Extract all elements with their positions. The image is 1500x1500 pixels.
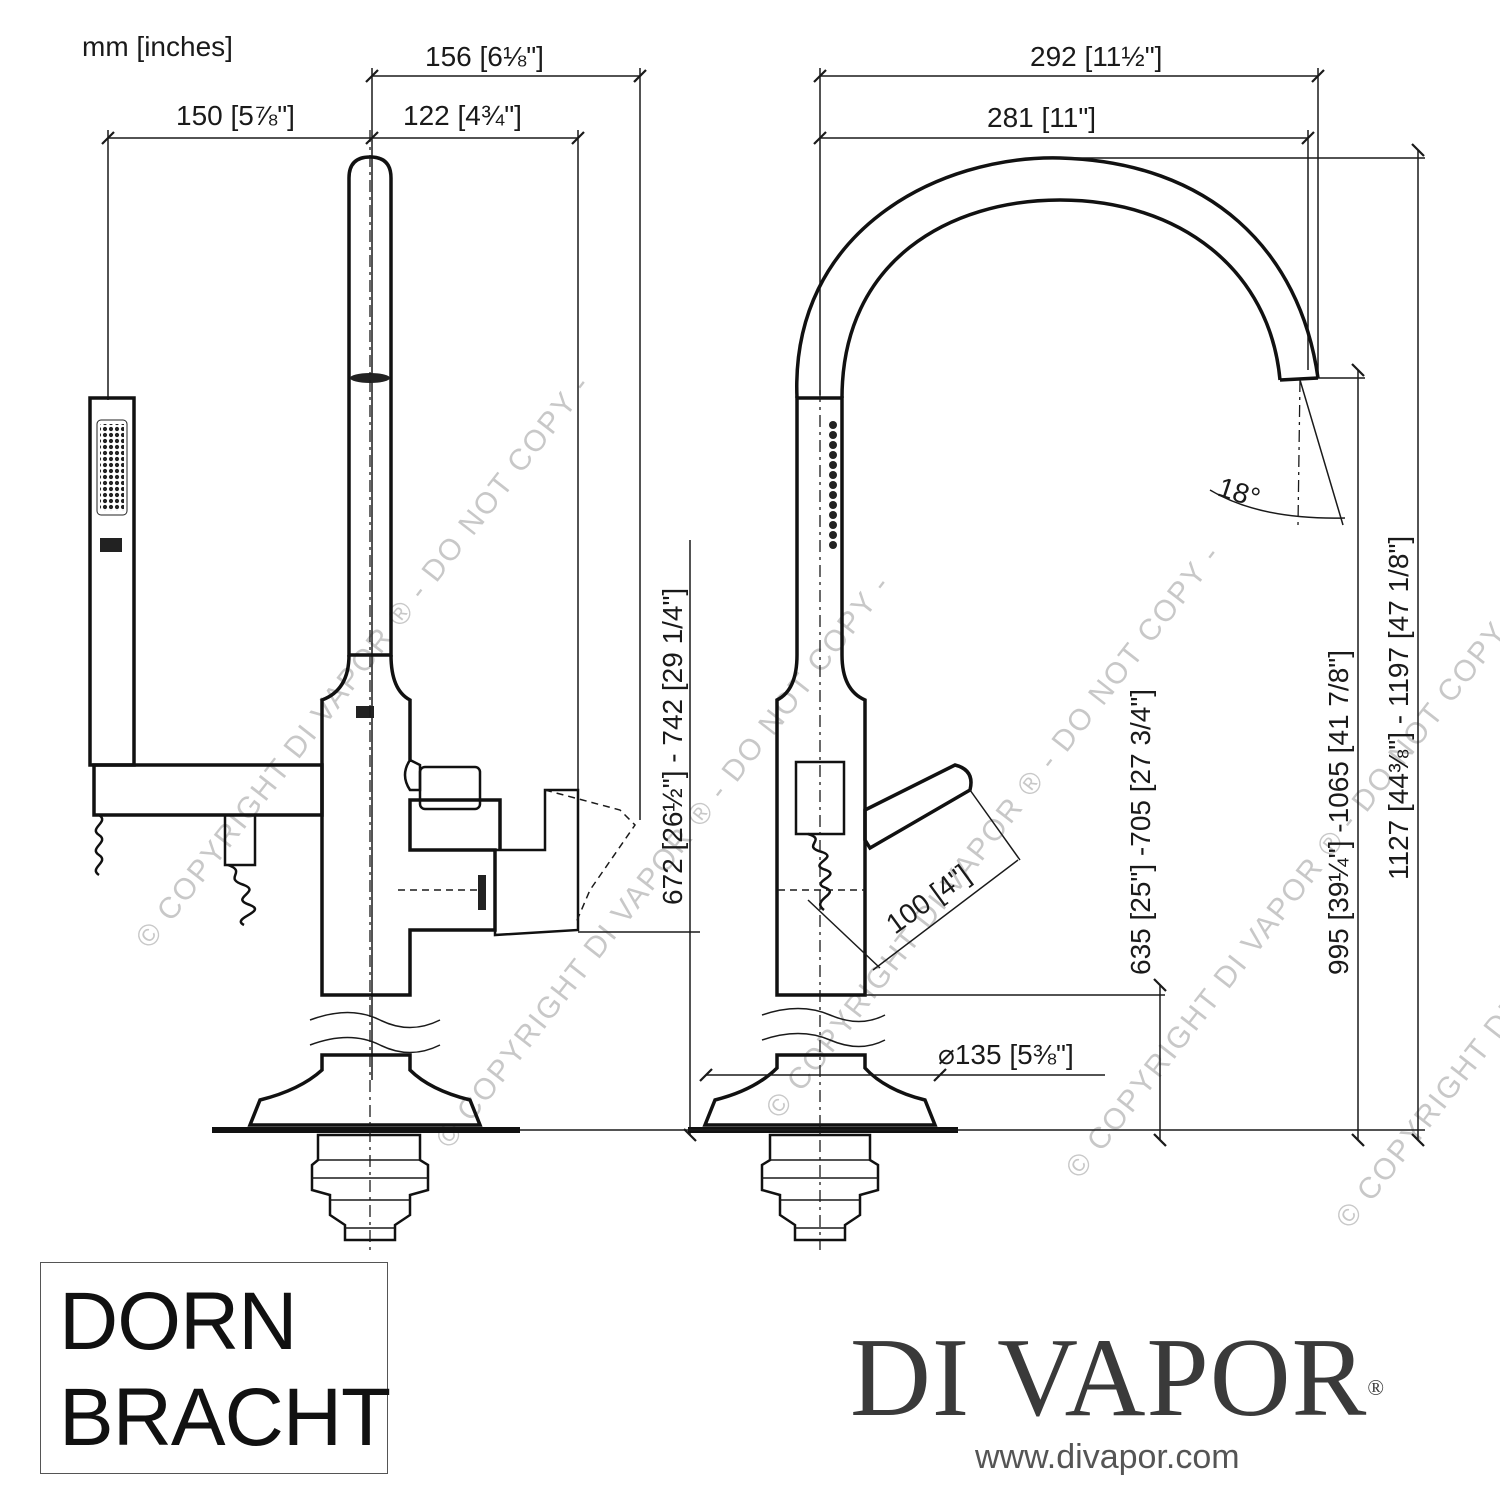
dim-base-diameter: ⌀135 [5⅜"] bbox=[938, 1039, 1074, 1070]
dim-spout-angle: 18° bbox=[1214, 471, 1264, 514]
dornbracht-logo-line1: DORN bbox=[59, 1276, 297, 1367]
left-view: 156 [6⅛"] 150 [5⅞"] 122 [4¾"] bbox=[88, 41, 700, 1250]
divapor-website: www.divapor.com bbox=[975, 1438, 1240, 1476]
spray-dots bbox=[829, 421, 837, 549]
dornbracht-logo-line2: BRACHT bbox=[59, 1372, 391, 1463]
divapor-logo: DI VAPOR® bbox=[850, 1322, 1385, 1434]
divapor-registered-mark: ® bbox=[1367, 1375, 1386, 1400]
dim-lever-axis-height: 635 [25"] -705 [27 3/4"] bbox=[1125, 689, 1156, 975]
dim-overall-width: 156 [6⅛"] bbox=[425, 41, 544, 72]
dim-lever-height: 672 [26½"] - 742 [29 1/4"] bbox=[657, 588, 688, 905]
dim-overall-height: 1127 [44⅜"] - 1197 [47 1/8"] bbox=[1383, 536, 1414, 880]
units-label: mm [inches] bbox=[82, 31, 233, 62]
right-view: 292 [11½"] 281 [11"] 18° 100 [4"] bbox=[520, 41, 1425, 1250]
divapor-logo-name: DI VAPOR bbox=[850, 1316, 1368, 1440]
dim-lever-offset: 122 [4¾"] bbox=[403, 100, 522, 131]
watermark: © COPYRIGHT DI VAPOR ® - DO NOT COPY - ©… bbox=[130, 368, 1500, 1234]
dim-spout-reach-inner: 281 [11"] bbox=[987, 102, 1096, 133]
handshower-nozzles bbox=[96, 419, 128, 516]
dim-handshower-offset: 150 [5⅞"] bbox=[176, 100, 295, 131]
dornbracht-logo: DORN BRACHT bbox=[40, 1262, 391, 1474]
watermark-line: © COPYRIGHT DI VAPOR ® - DO NOT COPY - bbox=[130, 368, 598, 954]
dim-spout-reach-outer: 292 [11½"] bbox=[1030, 41, 1162, 72]
dim-spout-outlet-height: 995 [39¼"] -1065 [41 7/8"] bbox=[1323, 650, 1354, 975]
